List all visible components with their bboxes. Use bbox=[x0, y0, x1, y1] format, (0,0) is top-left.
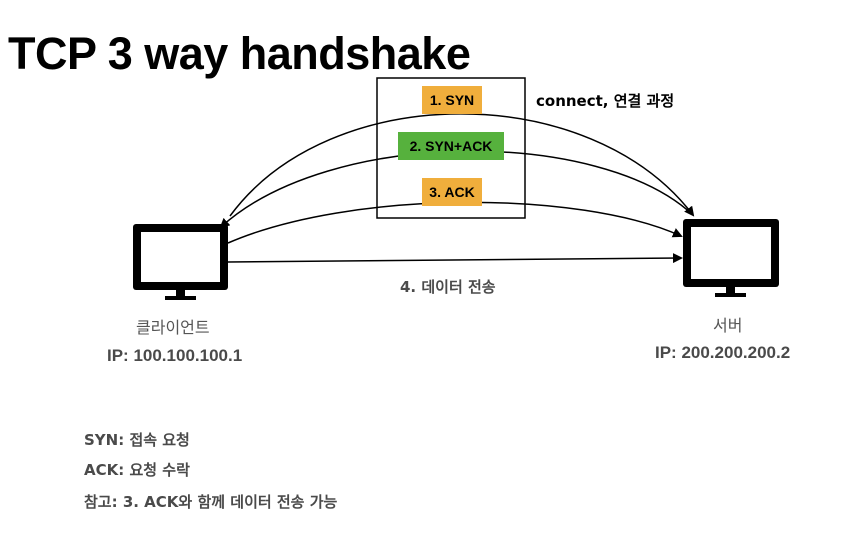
syn-arrow bbox=[229, 113, 695, 217]
legend-note: 참고: 3. ACK와 함께 데이터 전송 가능 bbox=[84, 493, 338, 511]
server-monitor-icon bbox=[683, 219, 779, 297]
server-ip: IP: 200.200.200.2 bbox=[655, 343, 791, 362]
connect-note: connect, 연결 과정 bbox=[536, 92, 675, 110]
data-transfer-label: 4. 데이터 전송 bbox=[400, 278, 496, 296]
server-label: 서버 bbox=[713, 316, 743, 335]
client-monitor-icon bbox=[133, 224, 228, 300]
steps-frame bbox=[376, 77, 526, 219]
client-ip: IP: 100.100.100.1 bbox=[107, 346, 243, 365]
client-label: 클라이언트 bbox=[136, 318, 210, 337]
legend-ack: ACK: 요청 수락 bbox=[84, 461, 190, 479]
data-transfer-arrow bbox=[227, 253, 683, 264]
ack-arrow bbox=[227, 201, 683, 244]
step-syn-badge: 1. SYN bbox=[422, 86, 482, 114]
step-synack-badge: 2. SYN+ACK bbox=[398, 132, 504, 160]
legend-syn: SYN: 접속 요청 bbox=[84, 431, 190, 449]
step-ack-badge: 3. ACK bbox=[422, 178, 482, 206]
page-title: TCP 3 way handshake bbox=[8, 28, 471, 79]
